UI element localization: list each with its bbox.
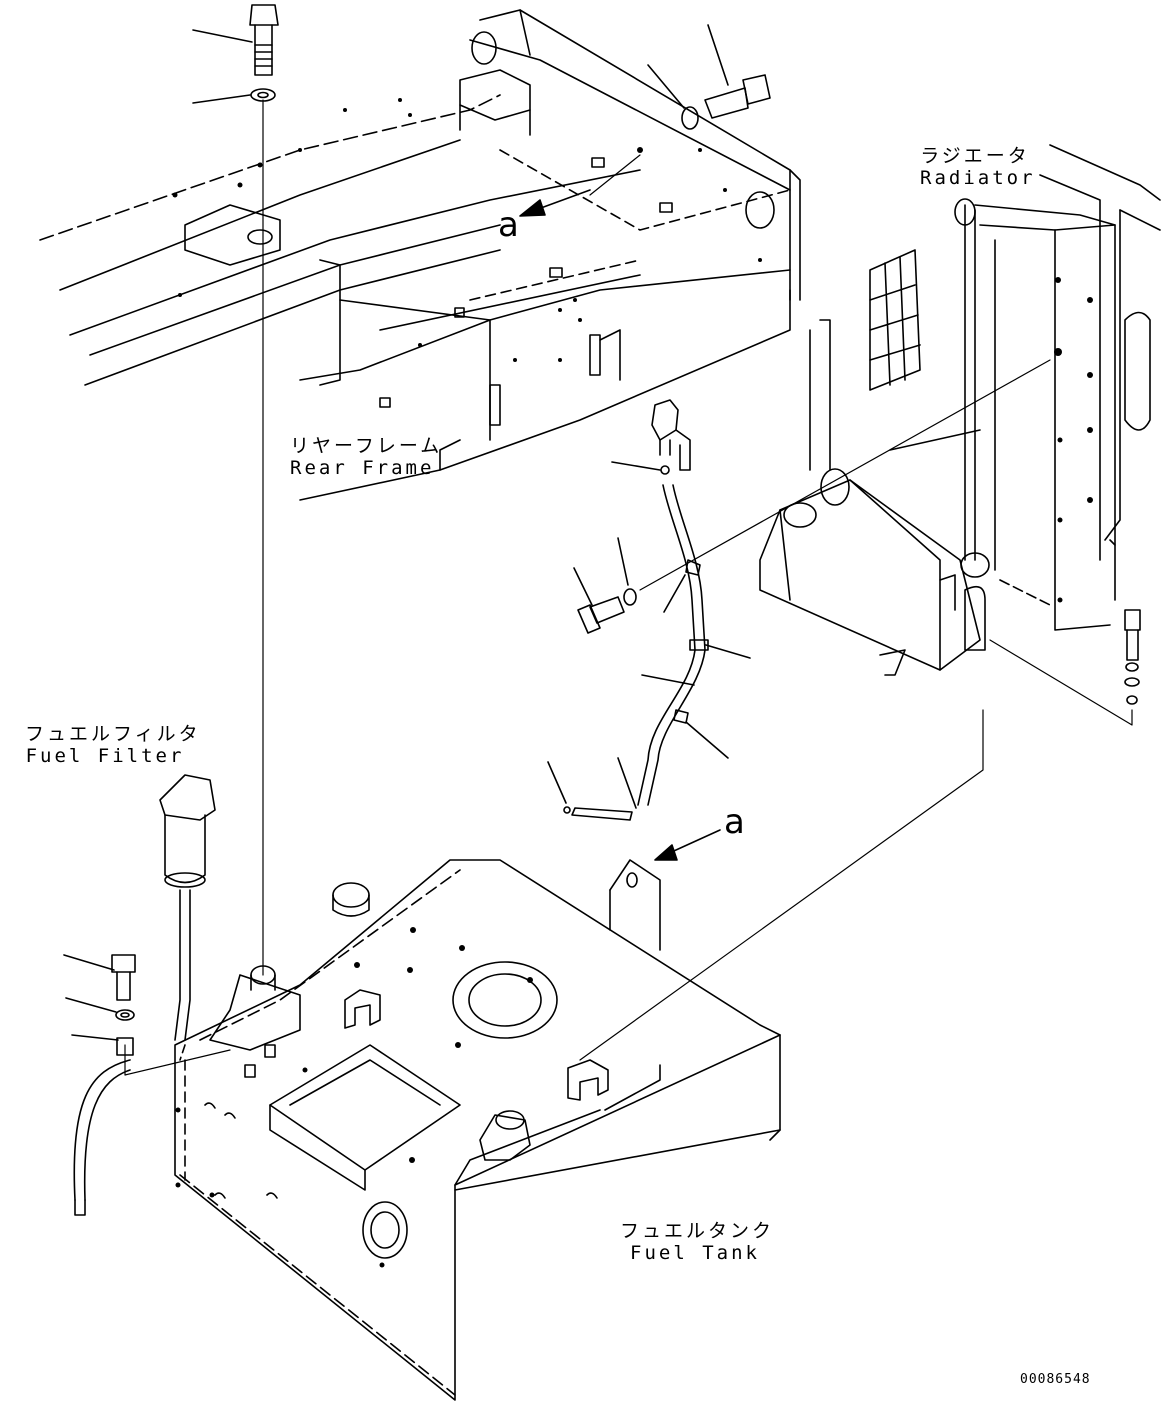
fuel-tank-label-en: Fuel Tank bbox=[630, 1242, 760, 1264]
fuel-tank-drawing bbox=[174, 859, 781, 1401]
fuel-tank-label-jp: フュエルタンク bbox=[620, 1220, 775, 1242]
rear-frame-label-jp: リヤーフレーム bbox=[290, 435, 443, 457]
fuel-tank-label: フュエルタンク Fuel Tank bbox=[620, 1220, 775, 1264]
drawing-number: 00086548 bbox=[1020, 1372, 1091, 1387]
radiator-label-en: Radiator bbox=[920, 167, 1036, 189]
radiator-label: ラジエータ Radiator bbox=[920, 145, 1036, 189]
fuel-filter-drawing bbox=[63, 774, 216, 1216]
fuel-filter-label-en: Fuel Filter bbox=[25, 745, 185, 767]
rear-frame-label-en: Rear Frame bbox=[290, 457, 435, 479]
rear-frame-label: リヤーフレーム Rear Frame bbox=[290, 435, 443, 479]
radiator-drawing bbox=[759, 144, 1161, 705]
callout-a-upper: a bbox=[498, 205, 519, 245]
callout-a-lower: a bbox=[724, 802, 745, 842]
callout-arrows bbox=[519, 189, 721, 861]
rear-frame-drawing bbox=[39, 9, 801, 501]
radiator-label-jp: ラジエータ bbox=[920, 145, 1030, 167]
hose-assembly bbox=[547, 399, 751, 821]
fuel-filter-label-jp: フュエルフィルタ bbox=[25, 723, 201, 745]
top-fasteners bbox=[192, 4, 771, 130]
fuel-filter-label: フュエルフィルタ Fuel Filter bbox=[25, 723, 201, 767]
assembly-lines bbox=[124, 99, 1133, 1076]
